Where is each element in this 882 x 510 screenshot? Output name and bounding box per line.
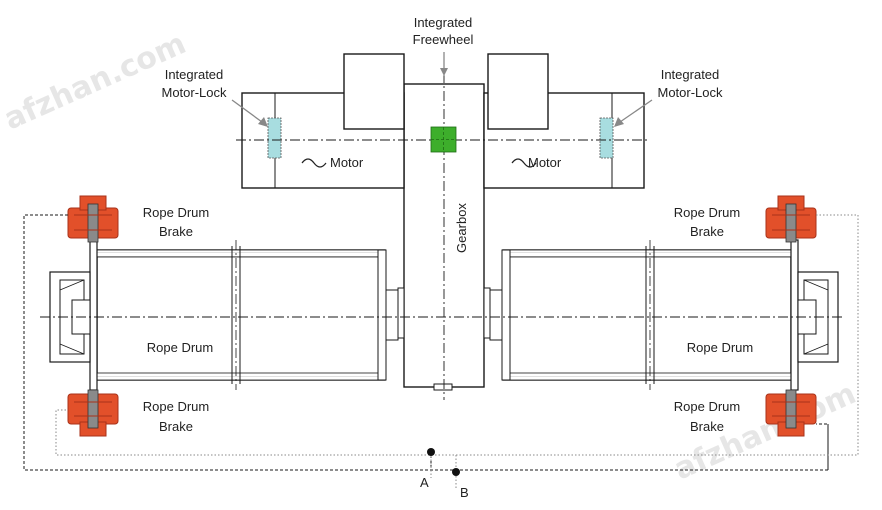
brake-top-right-label-line1: Rope Drum <box>674 205 740 220</box>
brake-top-right-label-line2: Brake <box>690 224 724 239</box>
rope-drum-brake-bottom-right <box>765 389 817 437</box>
rope-drum-brake-top-left <box>67 195 119 243</box>
tilde-icon <box>301 158 327 168</box>
brake-bottom-left-label-line1: Rope Drum <box>143 399 209 414</box>
point-a-label: A <box>420 475 429 490</box>
drum-right-label: Rope Drum <box>687 340 753 355</box>
switch-point-a <box>427 448 435 456</box>
watermark-left: afzhan.com <box>0 26 191 137</box>
brake-bottom-left-label-line2: Brake <box>159 419 193 434</box>
motor-lock-right-label-line2: Motor-Lock <box>657 85 723 100</box>
gearbox-label: Gearbox <box>454 203 469 253</box>
brake-top-left-label-line1: Rope Drum <box>143 205 209 220</box>
tilde-icon <box>511 158 537 168</box>
gearbox <box>397 55 491 400</box>
annotation-arrows <box>231 52 653 127</box>
motor-lock-left <box>267 117 282 159</box>
freewheel-label-line2: Freewheel <box>413 32 474 47</box>
motor-lock-right-label-line1: Integrated <box>661 67 720 82</box>
motor-lock-left-label-line2: Motor-Lock <box>161 85 227 100</box>
brake-bottom-right-label-line1: Rope Drum <box>674 399 740 414</box>
switch-point-b <box>452 468 460 476</box>
motor-left <box>241 53 405 189</box>
brake-bottom-right-label-line2: Brake <box>690 419 724 434</box>
motor-right-label: Motor <box>528 155 562 170</box>
motor-lock-left-label-line1: Integrated <box>165 67 224 82</box>
freewheel-label-line1: Integrated <box>414 15 473 30</box>
motor-left-label: Motor <box>330 155 364 170</box>
rope-drum-left <box>49 239 399 391</box>
rope-drum-brake-top-right <box>765 195 817 243</box>
rope-drum-brake-bottom-left <box>67 389 119 437</box>
brake-top-left-label-line2: Brake <box>159 224 193 239</box>
drum-left-label: Rope Drum <box>147 340 213 355</box>
point-b-label: B <box>460 485 469 500</box>
motor-lock-right <box>599 117 614 159</box>
motor-right <box>483 53 645 189</box>
rope-drum-right <box>489 239 839 391</box>
